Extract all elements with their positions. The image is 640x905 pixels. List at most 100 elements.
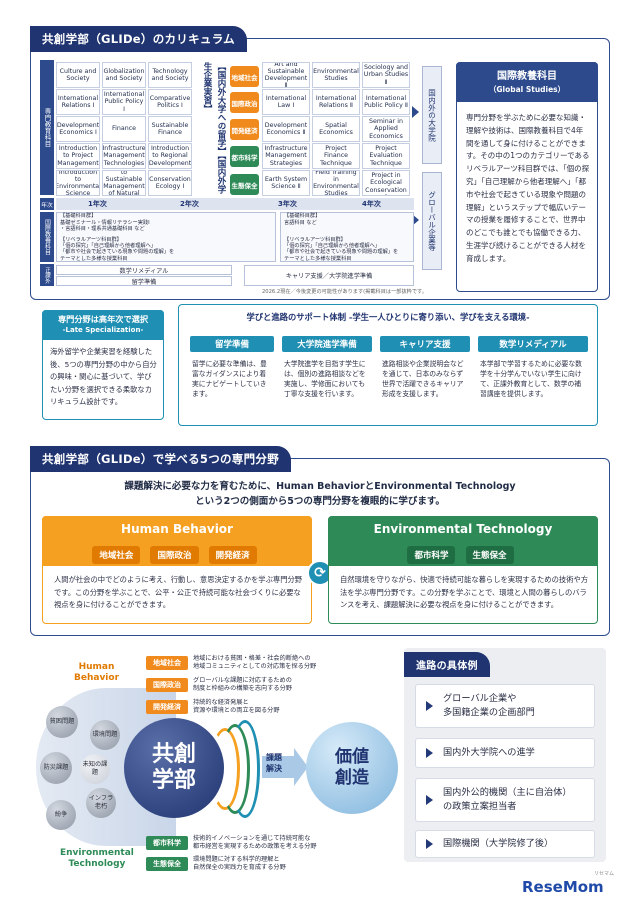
career-international-org: 国際機関（大学院修了後） — [415, 830, 595, 858]
ring-3 — [230, 720, 260, 818]
course-cell: Seminar in Applied Economics — [362, 116, 410, 142]
solution-arrow — [262, 756, 294, 778]
late-body: 海外留学や企業実習を経験した後、5つの専門分野の中から自分の興味・関心に基づいて… — [50, 347, 157, 406]
course-cell: Earth System Science Ⅱ — [262, 170, 310, 196]
et-diagram-label: Environmental Technology — [60, 848, 134, 869]
curriculum-tab: 共創学部（GLIDe）のカリキュラム — [30, 26, 247, 52]
et-pills: 都市科学 生態保全 — [328, 543, 598, 564]
extra-career: キャリア支援／大学院進学準備 — [244, 265, 414, 286]
arrow-graduate — [412, 106, 419, 118]
global-studies-title: 国際教養科目 — [497, 71, 557, 82]
diagram-desc-economics: 持続的な経済発展と 資源や環境との両立を図る分野 — [193, 699, 280, 714]
course-cell: Sustainable Finance — [148, 116, 192, 142]
global-company-box: グローバル企業等 — [422, 172, 442, 270]
issue-poverty: 貧困問題 — [46, 706, 78, 738]
fields-tab: 共創学部（GLIDe）で学べる5つの専門分野 — [30, 446, 291, 472]
career-text-4: 国際機関（大学院修了後） — [443, 838, 554, 849]
year-3: 3年次 — [278, 200, 297, 208]
issue-conflict: 紛争 — [46, 800, 76, 830]
field-tag-economics: 開発経済 — [230, 119, 259, 140]
arrow-global — [412, 214, 419, 226]
career-text-3: 国内外公的機関（主に自治体） の政策立案担当者 — [443, 787, 572, 812]
diagram-desc-politics: グローバルな課題に対応するための 制度と枠組みの構築を志向する分野 — [193, 677, 292, 692]
resemom-logo-small: リセマム — [594, 871, 615, 877]
course-cell: Environmental Studies — [312, 62, 360, 88]
support-title: 学びと進路のサポート体制 -学生一人ひとりに寄り添い、学びを支える環境- — [246, 312, 530, 322]
course-cell: Introduction to Project Management — [56, 143, 100, 169]
course-cell: Sociology and Urban Studies Ⅱ — [362, 62, 410, 88]
hb-body: 人間が社会の中でどのように考え、行動し、意思決定するかを学ぶ専門分野です。この分… — [54, 575, 303, 609]
diagram-desc-urban: 技術的イノベーションを通じて持続可能な 都市経営を実現するための政策を考える分野 — [193, 835, 317, 850]
et-body: 自然環境を守りながら、快適で持続可能な暮らしを実現するための技術や方法を学ぶ専門… — [340, 575, 589, 609]
support-body-math: 本学部で学習するために必要な数学を十分学んでいない学生に向けて、正課外教育として… — [480, 360, 582, 398]
solution-arrow-head — [294, 748, 308, 786]
careers-tab: 進路の具体例 — [404, 652, 490, 677]
general-ed-label: 国際教養科目 — [40, 212, 54, 262]
support-body-abroad: 留学に必要な準備は、豊富なガイダンスにより着実にナビゲートしていきます。 — [192, 360, 267, 398]
general-ed-box-lower — [56, 212, 276, 262]
career-global-company: グローバル企業や 多国籍企業の企画部門 — [415, 684, 595, 728]
hb-pills: 地域社会 国際政治 開発経済 — [42, 543, 312, 564]
course-cell: International Public Policy Ⅰ — [102, 89, 146, 115]
solution-label: 課題 解決 — [266, 753, 282, 773]
support-head-math: 数学リメディアル — [478, 336, 588, 352]
curriculum-footnote: 2026.2現在／今後変更の可能性があります(掲載科目は一部抜粋です。 — [262, 289, 427, 295]
et-pill-ecology: 生態保全 — [465, 546, 514, 564]
course-cell: Finance — [102, 116, 146, 142]
course-cell: International Law Ⅰ — [262, 89, 310, 115]
career-public-institution: 国内外公的機関（主に自治体） の政策立案担当者 — [415, 778, 595, 822]
issue-unknown: 未知の課題 — [80, 754, 110, 784]
diagram-tag-ecology: 生態保全 — [146, 857, 188, 871]
hb-title: Human Behavior — [121, 522, 233, 536]
study-abroad-note: 【国内外大学への留学】【国内外学生企業実習】 — [202, 62, 226, 194]
fields-lead-1: 課題解決に必要な力を育むために、Human BehaviorとEnvironme… — [124, 481, 516, 492]
fields-lead-2: という2つの側面から5つの専門分野を複眼的に学びます。 — [195, 496, 445, 507]
course-cell: Development Economics Ⅰ — [56, 116, 100, 142]
field-tag-region: 地域社会 — [230, 66, 259, 87]
general-ed-box-upper — [280, 212, 414, 262]
extra-abroad: 留学準備 — [56, 276, 232, 286]
career-text-1: グローバル企業や 多国籍企業の企画部門 — [443, 693, 535, 718]
course-cell: Infrastructure Management Strategies — [262, 143, 310, 169]
issue-disaster: 防災課題 — [40, 752, 72, 784]
course-cell: Introduction to Environmental Science — [56, 170, 100, 196]
year-bar-label: 年次 — [40, 198, 54, 210]
et-pill-urban: 都市科学 — [407, 546, 456, 564]
course-cell: Comparative Politics Ⅰ — [148, 89, 192, 115]
field-tag-ecology: 生態保全 — [230, 174, 259, 195]
global-studies-body: 専門分野を学ぶために必要な知識・理解や技術は、国際教養科目で4年間を通して身に付… — [466, 113, 590, 263]
et-title: Environmental Technology — [373, 522, 553, 536]
hb-pill-economics: 開発経済 — [208, 546, 257, 564]
course-cell: Research Project in Ecological Conservat… — [362, 170, 410, 196]
late-title: 専門分野は高年次で選択 — [57, 314, 149, 324]
specialized-label: 専門教育科目 — [40, 60, 54, 195]
year-1: 1年次 — [88, 200, 107, 208]
general-ed-text-1: 【基礎科目群】 基礎ゼミナール・情報リテラシー実践Ⅰ ・言語科目・理系共通基礎科… — [60, 213, 150, 232]
issue-environment: 環境問題 — [90, 720, 120, 750]
value-circle: 価値 創造 — [306, 722, 398, 814]
course-cell: Field Training in Environmental Studies — [312, 170, 360, 196]
course-cell: International Relations Ⅰ — [56, 89, 100, 115]
course-cell: Art and Sustainable Development Ⅱ — [262, 62, 310, 88]
resemom-logo: ReseMom — [522, 878, 604, 896]
course-cell: Spatial Economics — [312, 116, 360, 142]
course-cell: Conservation Ecology Ⅰ — [148, 170, 192, 196]
support-head-career: キャリア支援 — [380, 336, 470, 352]
diagram-tag-politics: 国際政治 — [146, 678, 188, 692]
extra-math: 数学リメディアル — [56, 265, 232, 275]
course-cell: Infrastructure Management Technologies — [102, 143, 146, 169]
diagram-tag-economics: 開発経済 — [146, 700, 188, 714]
issue-infrastructure: インフラ老朽 — [86, 788, 116, 818]
field-tag-politics: 国際政治 — [230, 92, 259, 113]
course-cell: Technology and Society — [148, 62, 192, 88]
diagram-tag-region: 地域社会 — [146, 656, 188, 670]
general-ed-text-4: 【リベラルアーツ科目群】 「個の探究」「自己理解から他者理解へ」 「都市や社会で… — [284, 237, 399, 262]
course-cell: International Relations Ⅱ — [312, 89, 360, 115]
core-circle: 共創 学部 — [124, 718, 224, 818]
bullet-icon — [426, 795, 433, 805]
course-cell: Project Evaluation Technique — [362, 143, 410, 169]
graduate-school-box: 国内外の大学院 — [422, 66, 442, 164]
diagram-desc-region: 地域における貧困・格差・社会的断絶への 地域コミュニティとしての対応策を探る分野 — [193, 655, 317, 670]
course-cell: Development Economics Ⅱ — [262, 116, 310, 142]
support-head-graduate: 大学院進学準備 — [282, 336, 372, 352]
